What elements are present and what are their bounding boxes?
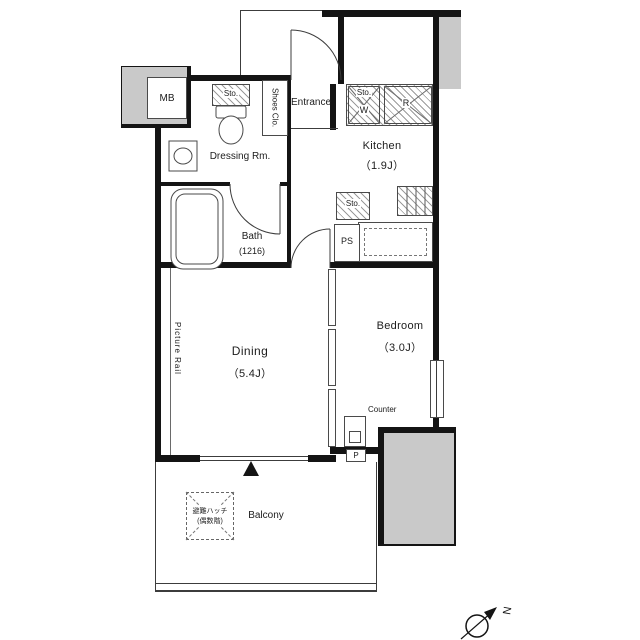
pillar-top-right bbox=[437, 10, 461, 89]
pipe-space-label: PS bbox=[340, 236, 353, 246]
kitchen-counter bbox=[358, 222, 433, 262]
shoes-closet: Shoes Clo. bbox=[262, 80, 288, 136]
dining-size-label: （5.4J） bbox=[227, 368, 273, 380]
outer-wall-bottom-left bbox=[155, 455, 200, 462]
bedroom-counter bbox=[344, 416, 366, 447]
washer-label: W bbox=[358, 105, 370, 115]
bedroom-label: Bedroom bbox=[376, 320, 424, 332]
hall-door-arc bbox=[290, 228, 331, 269]
meter-box-label: MB bbox=[159, 92, 175, 104]
balcony-rail-inner bbox=[155, 590, 377, 592]
bedroom-counter-leg bbox=[349, 431, 361, 443]
sliding-partition-panel[interactable] bbox=[328, 389, 336, 447]
outer-wall-right-lower bbox=[433, 418, 439, 432]
bath-door-arc bbox=[229, 183, 281, 235]
mid-wall-left bbox=[155, 262, 291, 268]
dressing-bath-wall-a bbox=[161, 182, 230, 186]
pipe-duct bbox=[346, 449, 366, 462]
outer-wall-top bbox=[322, 10, 461, 17]
balcony-right-line bbox=[376, 462, 377, 590]
shoes-closet-label: Shoes Clo. bbox=[270, 88, 280, 128]
evac-hatch-label-2: (偶数階) bbox=[196, 516, 224, 526]
kitchen-sink bbox=[364, 228, 427, 256]
outer-wall-left bbox=[155, 124, 161, 462]
evac-hatch-label-1: 避難ハッチ bbox=[191, 506, 229, 516]
kitchen-size-label: （1.9J） bbox=[359, 160, 405, 172]
balcony-label: Balcony bbox=[248, 510, 284, 521]
outer-wall-right-upper bbox=[433, 17, 439, 362]
bedroom-size-label: （3.0J） bbox=[377, 342, 423, 354]
entrance-door-arc bbox=[290, 29, 342, 81]
vanity-icon bbox=[168, 140, 198, 172]
balcony-window-line-a bbox=[200, 456, 308, 457]
meter-box: MB bbox=[147, 77, 187, 119]
vestibule-top-line bbox=[240, 10, 324, 11]
bath-label: Bath bbox=[241, 231, 263, 242]
hall-left-wall bbox=[287, 80, 291, 268]
vestibule-left-line bbox=[240, 10, 241, 78]
mid-wall-right bbox=[330, 262, 439, 268]
pipe-space bbox=[334, 224, 360, 262]
pipe-duct-label: P bbox=[353, 451, 359, 460]
outer-wall-top-left bbox=[188, 75, 291, 81]
neighbor-block-bottom-right bbox=[378, 427, 456, 546]
bathtub-icon bbox=[170, 188, 224, 270]
kitchen-storage-label: Sto. bbox=[344, 199, 362, 208]
counter-label: Counter bbox=[368, 405, 397, 414]
bath-size-label: (1216) bbox=[238, 246, 265, 256]
compass-icon: N bbox=[460, 605, 513, 640]
balcony-direction-marker bbox=[243, 461, 259, 476]
kitchen-top-storage-label: Sto. bbox=[355, 88, 373, 97]
bedroom-window-center-line bbox=[436, 361, 437, 417]
dressing-room-label: Dressing Rm. bbox=[209, 151, 271, 162]
stove bbox=[397, 186, 433, 216]
sliding-partition-panel[interactable] bbox=[328, 329, 336, 386]
picture-rail-line bbox=[170, 268, 171, 455]
sliding-partition-panel[interactable] bbox=[328, 269, 336, 326]
entrance-label: Entrance bbox=[290, 97, 332, 108]
bedroom-window bbox=[430, 360, 444, 418]
entrance-step-line bbox=[291, 128, 338, 129]
dressing-bath-wall-b bbox=[280, 182, 287, 186]
kitchen-label: Kitchen bbox=[362, 140, 402, 152]
balcony-rail-outer bbox=[155, 583, 377, 584]
dining-label: Dining bbox=[231, 344, 269, 358]
toilet-icon bbox=[215, 105, 247, 145]
compass-n-label: N bbox=[500, 605, 513, 615]
refrigerator-label: R bbox=[401, 98, 411, 108]
outer-wall-bottom-right bbox=[308, 455, 336, 462]
wall-right-of-entrance bbox=[338, 17, 344, 84]
hall-right-wall bbox=[330, 84, 336, 130]
balcony-left-line bbox=[155, 462, 156, 590]
dressing-storage-label: Sto. bbox=[222, 89, 240, 98]
picture-rail-label: Picture Rail bbox=[173, 322, 182, 375]
balcony-window-line-b bbox=[200, 460, 308, 461]
